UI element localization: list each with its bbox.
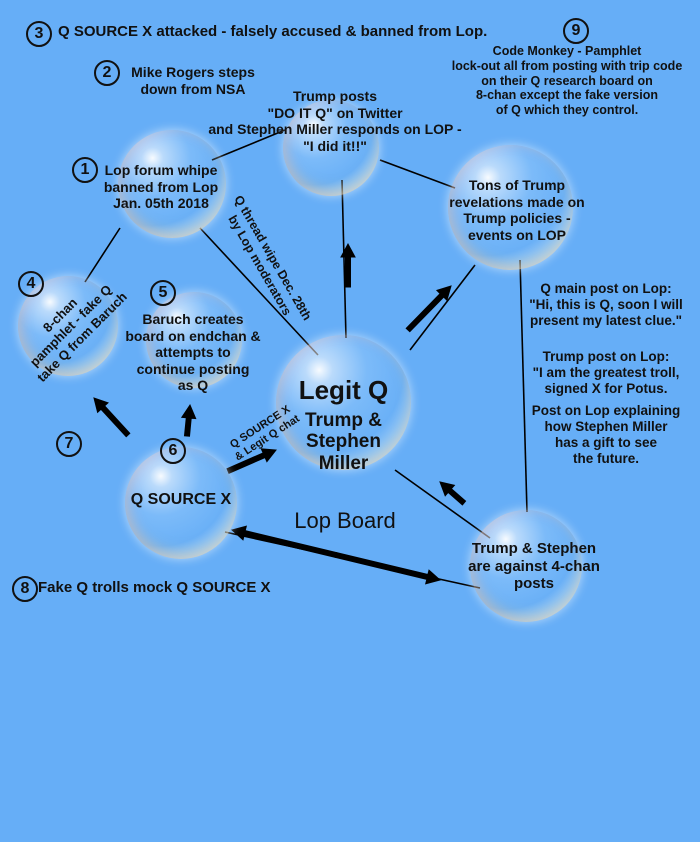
label-miller-gift: Post on Lop explaining how Stephen Mille… [531, 403, 681, 466]
arrow-to-baruch [180, 403, 197, 437]
edge-lop-wipe-to-eight-chan [84, 227, 121, 283]
bubble-tons [448, 145, 573, 270]
edge-lop-wipe-to-trump-posts [211, 129, 286, 161]
label-legit-q: Legit Q [298, 375, 389, 405]
label-trump-posts: Trump posts "DO IT Q" on Twitter and Ste… [208, 88, 462, 154]
label-lop-board: Lop Board [294, 508, 396, 533]
marker-6: 6 [160, 438, 186, 464]
edge-trump-posts-to-legit-q [341, 179, 347, 339]
arrow-to-legit-q-right [439, 481, 467, 506]
arrow-q-source-against-b [334, 551, 442, 585]
edge-tons-to-legit-q [409, 264, 476, 351]
edge-legit-q-to-against [394, 469, 491, 539]
marker-7: 7 [56, 431, 82, 457]
bubble-against [470, 510, 582, 622]
edge-lop-wipe-to-legit-q [199, 227, 319, 356]
bubble-lop-wipe [118, 130, 226, 238]
arrow-to-legit-q [226, 448, 277, 474]
label-item-3: Q SOURCE X attacked - falsely accused & … [58, 23, 488, 40]
marker-9: 9 [563, 18, 589, 44]
label-lop-wipe: Lop forum whipe banned from Lop Jan. 05t… [103, 162, 219, 212]
label-q-source-x: Q SOURCE X [130, 491, 232, 508]
bubble-trump-posts [283, 100, 379, 196]
arrow-to-eight-chan [93, 397, 131, 438]
label-baruch: Baruch creates board on endchan & attemp… [125, 311, 261, 394]
marker-5: 5 [150, 280, 176, 306]
label-against: Trump & Stephen are against 4-chan posts [468, 540, 600, 593]
bubble-legit-q [276, 335, 411, 470]
label-item-2: Mike Rogers steps down from NSA [131, 64, 255, 97]
edge-trump-posts-to-tons [379, 159, 456, 189]
label-item-8: Fake Q trolls mock Q SOURCE X [38, 579, 271, 596]
marker-2: 2 [94, 60, 120, 86]
marker-1: 1 [72, 157, 98, 183]
marker-3: 3 [26, 21, 52, 47]
label-tons: Tons of Trump revelations made on Trump … [449, 177, 585, 243]
marker-4: 4 [18, 271, 44, 297]
bubble-baruch [146, 292, 242, 388]
arrow-q-source-against-a [230, 525, 338, 559]
arrow-to-trump-posts [340, 242, 356, 288]
label-item-9: Code Monkey - Pamphlet lock-out all from… [451, 44, 683, 117]
label-trump-stephen-miller: Trump & Stephen Miller [304, 410, 383, 474]
label-trump-troll: Trump post on Lop: "I am the greatest tr… [532, 349, 680, 396]
arrow-to-tons [405, 285, 452, 333]
label-q-main-post: Q main post on Lop: "Hi, this is Q, soon… [529, 281, 683, 328]
bubble-q-source-x [125, 447, 237, 559]
marker-8: 8 [12, 576, 38, 602]
edge-tons-to-against [519, 259, 528, 513]
